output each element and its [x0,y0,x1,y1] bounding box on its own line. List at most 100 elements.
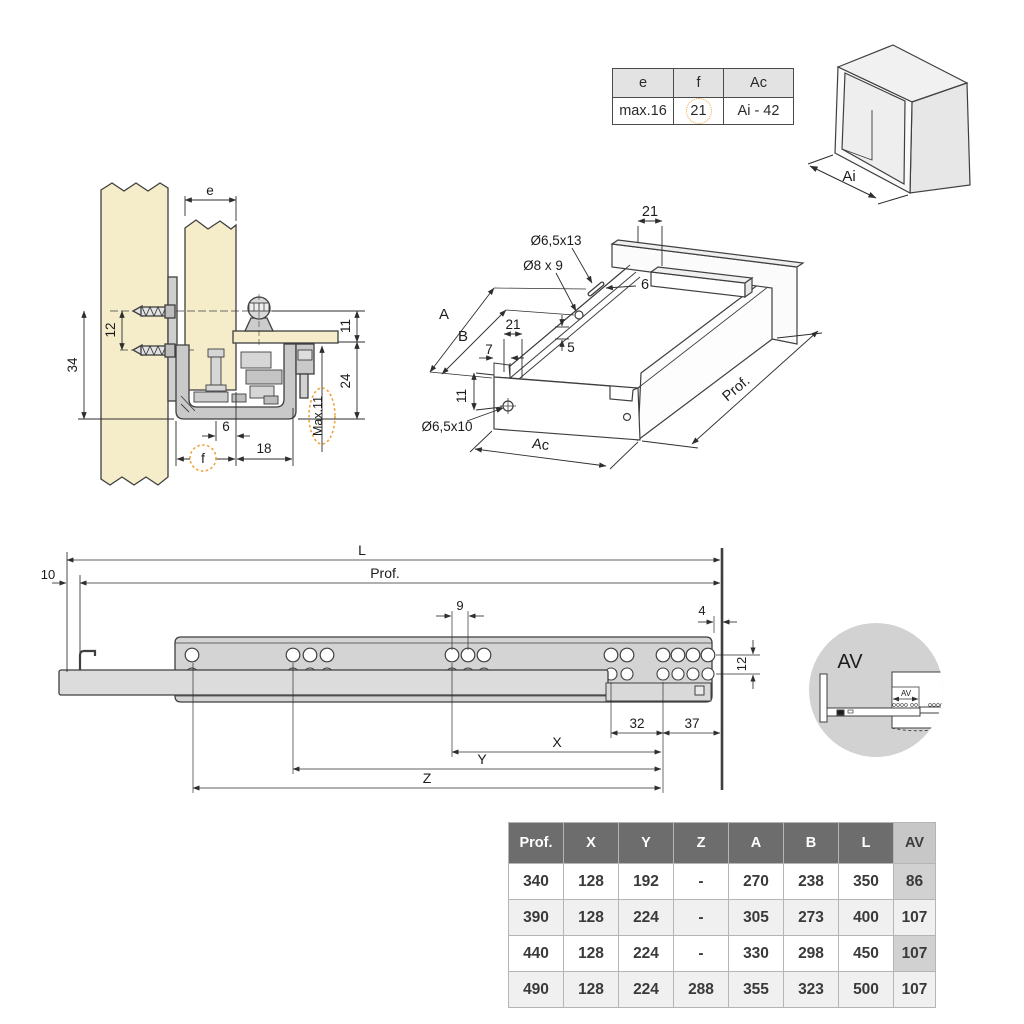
dim-label-ai: Ai [842,168,855,185]
dim-label-21-top: 21 [642,204,658,220]
front-hook [78,649,97,670]
av-dim-label: AV [901,689,912,698]
cell: 107 [893,971,936,1008]
cell: 440 [508,935,564,972]
runner-rear-plate [605,682,712,702]
dim-label-prof: Prof. [370,565,400,581]
dim-label-5: 5 [567,340,575,355]
rear-spacer-block [649,266,754,299]
dim-label-32: 32 [629,716,644,731]
spec-header-y: Y [618,822,674,864]
cell: 350 [838,863,894,900]
cross-section-dimensions [78,196,365,472]
cell: 323 [783,971,839,1008]
cabinet-right-face [909,82,971,194]
screw [131,304,176,319]
cell: 288 [673,971,729,1008]
cell: 305 [728,899,784,936]
cell: 270 [728,863,784,900]
dim-label-max11: Max.11 [311,396,325,436]
dim-label-4: 4 [698,603,705,618]
spec-row-340: 340 128 192 - 270 238 350 86 [508,863,936,900]
cell: 86 [893,863,936,900]
spec-header-b: B [783,822,839,864]
cell: 224 [618,899,674,936]
cell: 192 [618,863,674,900]
runner-latch-square [694,685,705,696]
param-value-ac: Ai - 42 [723,97,794,125]
dim-label-24: 24 [338,373,353,389]
side-view-dimensions [52,552,760,793]
cabinet-side-panel [100,182,169,486]
spec-header-z: Z [673,822,729,864]
dim-label-prof: Prof. [720,373,754,405]
dim-label-12: 12 [734,657,749,671]
drawer-3d-drawing: 21 Ø6,5x13 Ø8 x 9 6 A B 21 7 5 11 Ø6,5x1… [421,204,823,470]
dim-label-18: 18 [256,441,271,456]
drawer-side-panel [184,219,237,391]
mounting-bracket [167,276,178,402]
slide-mechanism-parts [180,348,283,413]
cell: 128 [563,971,619,1008]
dim-label-11: 11 [454,389,469,403]
dim-label-ac: Ac [531,436,550,454]
cell: 330 [728,935,784,972]
cabinet-3d-drawing: Ai [807,44,971,205]
spec-header-x: X [563,822,619,864]
drawer-front-face [493,376,641,441]
cabinet-interior [841,72,906,186]
spec-header-prof: Prof. [508,822,564,864]
cell: 238 [783,863,839,900]
spec-header-a: A [728,822,784,864]
cell: 273 [783,899,839,936]
dim-label-6: 6 [222,419,230,434]
dim-label-e: e [206,183,214,198]
cell: 107 [893,935,936,972]
spec-header-av: AV [893,822,936,864]
param-value-e: max.16 [612,97,674,125]
drawer-bottom-board [232,330,339,344]
dim-label-37: 37 [684,716,699,731]
front-small-hole [622,412,632,422]
dim-label-f: f [201,451,205,466]
spec-row-440: 440 128 224 - 330 298 450 107 [508,935,936,972]
cell: 450 [838,935,894,972]
cell: 355 [728,971,784,1008]
spec-row-490: 490 128 224 288 355 323 500 107 [508,971,936,1008]
cell: 128 [563,899,619,936]
dim-label-6: 6 [641,277,649,293]
cell: 107 [893,899,936,936]
param-header-e: e [612,68,674,98]
cross-section-drawing: e 12 34 11 24 Max.11 6 f 18 [65,182,365,486]
cell: 224 [618,971,674,1008]
dim-label-slot: Ø6,5x13 [530,233,581,248]
param-table: e f Ac max.16 21 Ai - 42 [612,68,794,125]
cell: 128 [563,863,619,900]
rail-holes-upper [184,647,716,663]
cell: 224 [618,935,674,972]
dim-label-34: 34 [65,357,80,373]
dim-label-a: A [439,306,449,323]
av-front-panel [819,673,828,723]
slide-side-view-drawing: L Prof. 10 9 4 12 32 37 X Y Z [41,542,943,793]
cell: - [673,935,729,972]
cell: 128 [563,935,619,972]
screw [131,343,176,358]
spec-table: Prof. X Y Z A B L AV 340 128 192 - 270 2… [508,822,936,1008]
dim-label-y: Y [477,751,487,767]
cell: 340 [508,863,564,900]
cell: - [673,863,729,900]
spec-header-l: L [838,822,894,864]
latch-pendant [299,373,309,399]
spec-header-row: Prof. X Y Z A B L AV [508,822,936,864]
dim-label-10: 10 [41,567,55,582]
av-title: AV [837,651,863,673]
dim-label-z: Z [423,770,432,786]
dim-label-front-hole: Ø6,5x10 [421,419,472,434]
drawer-3d-dimensions [429,218,823,470]
front-fixing-pin [243,294,275,345]
cell: 500 [838,971,894,1008]
cell: 298 [783,935,839,972]
av-detail-drawing: AV AV [809,623,943,757]
spec-row-390: 390 128 224 - 305 273 400 107 [508,899,936,936]
